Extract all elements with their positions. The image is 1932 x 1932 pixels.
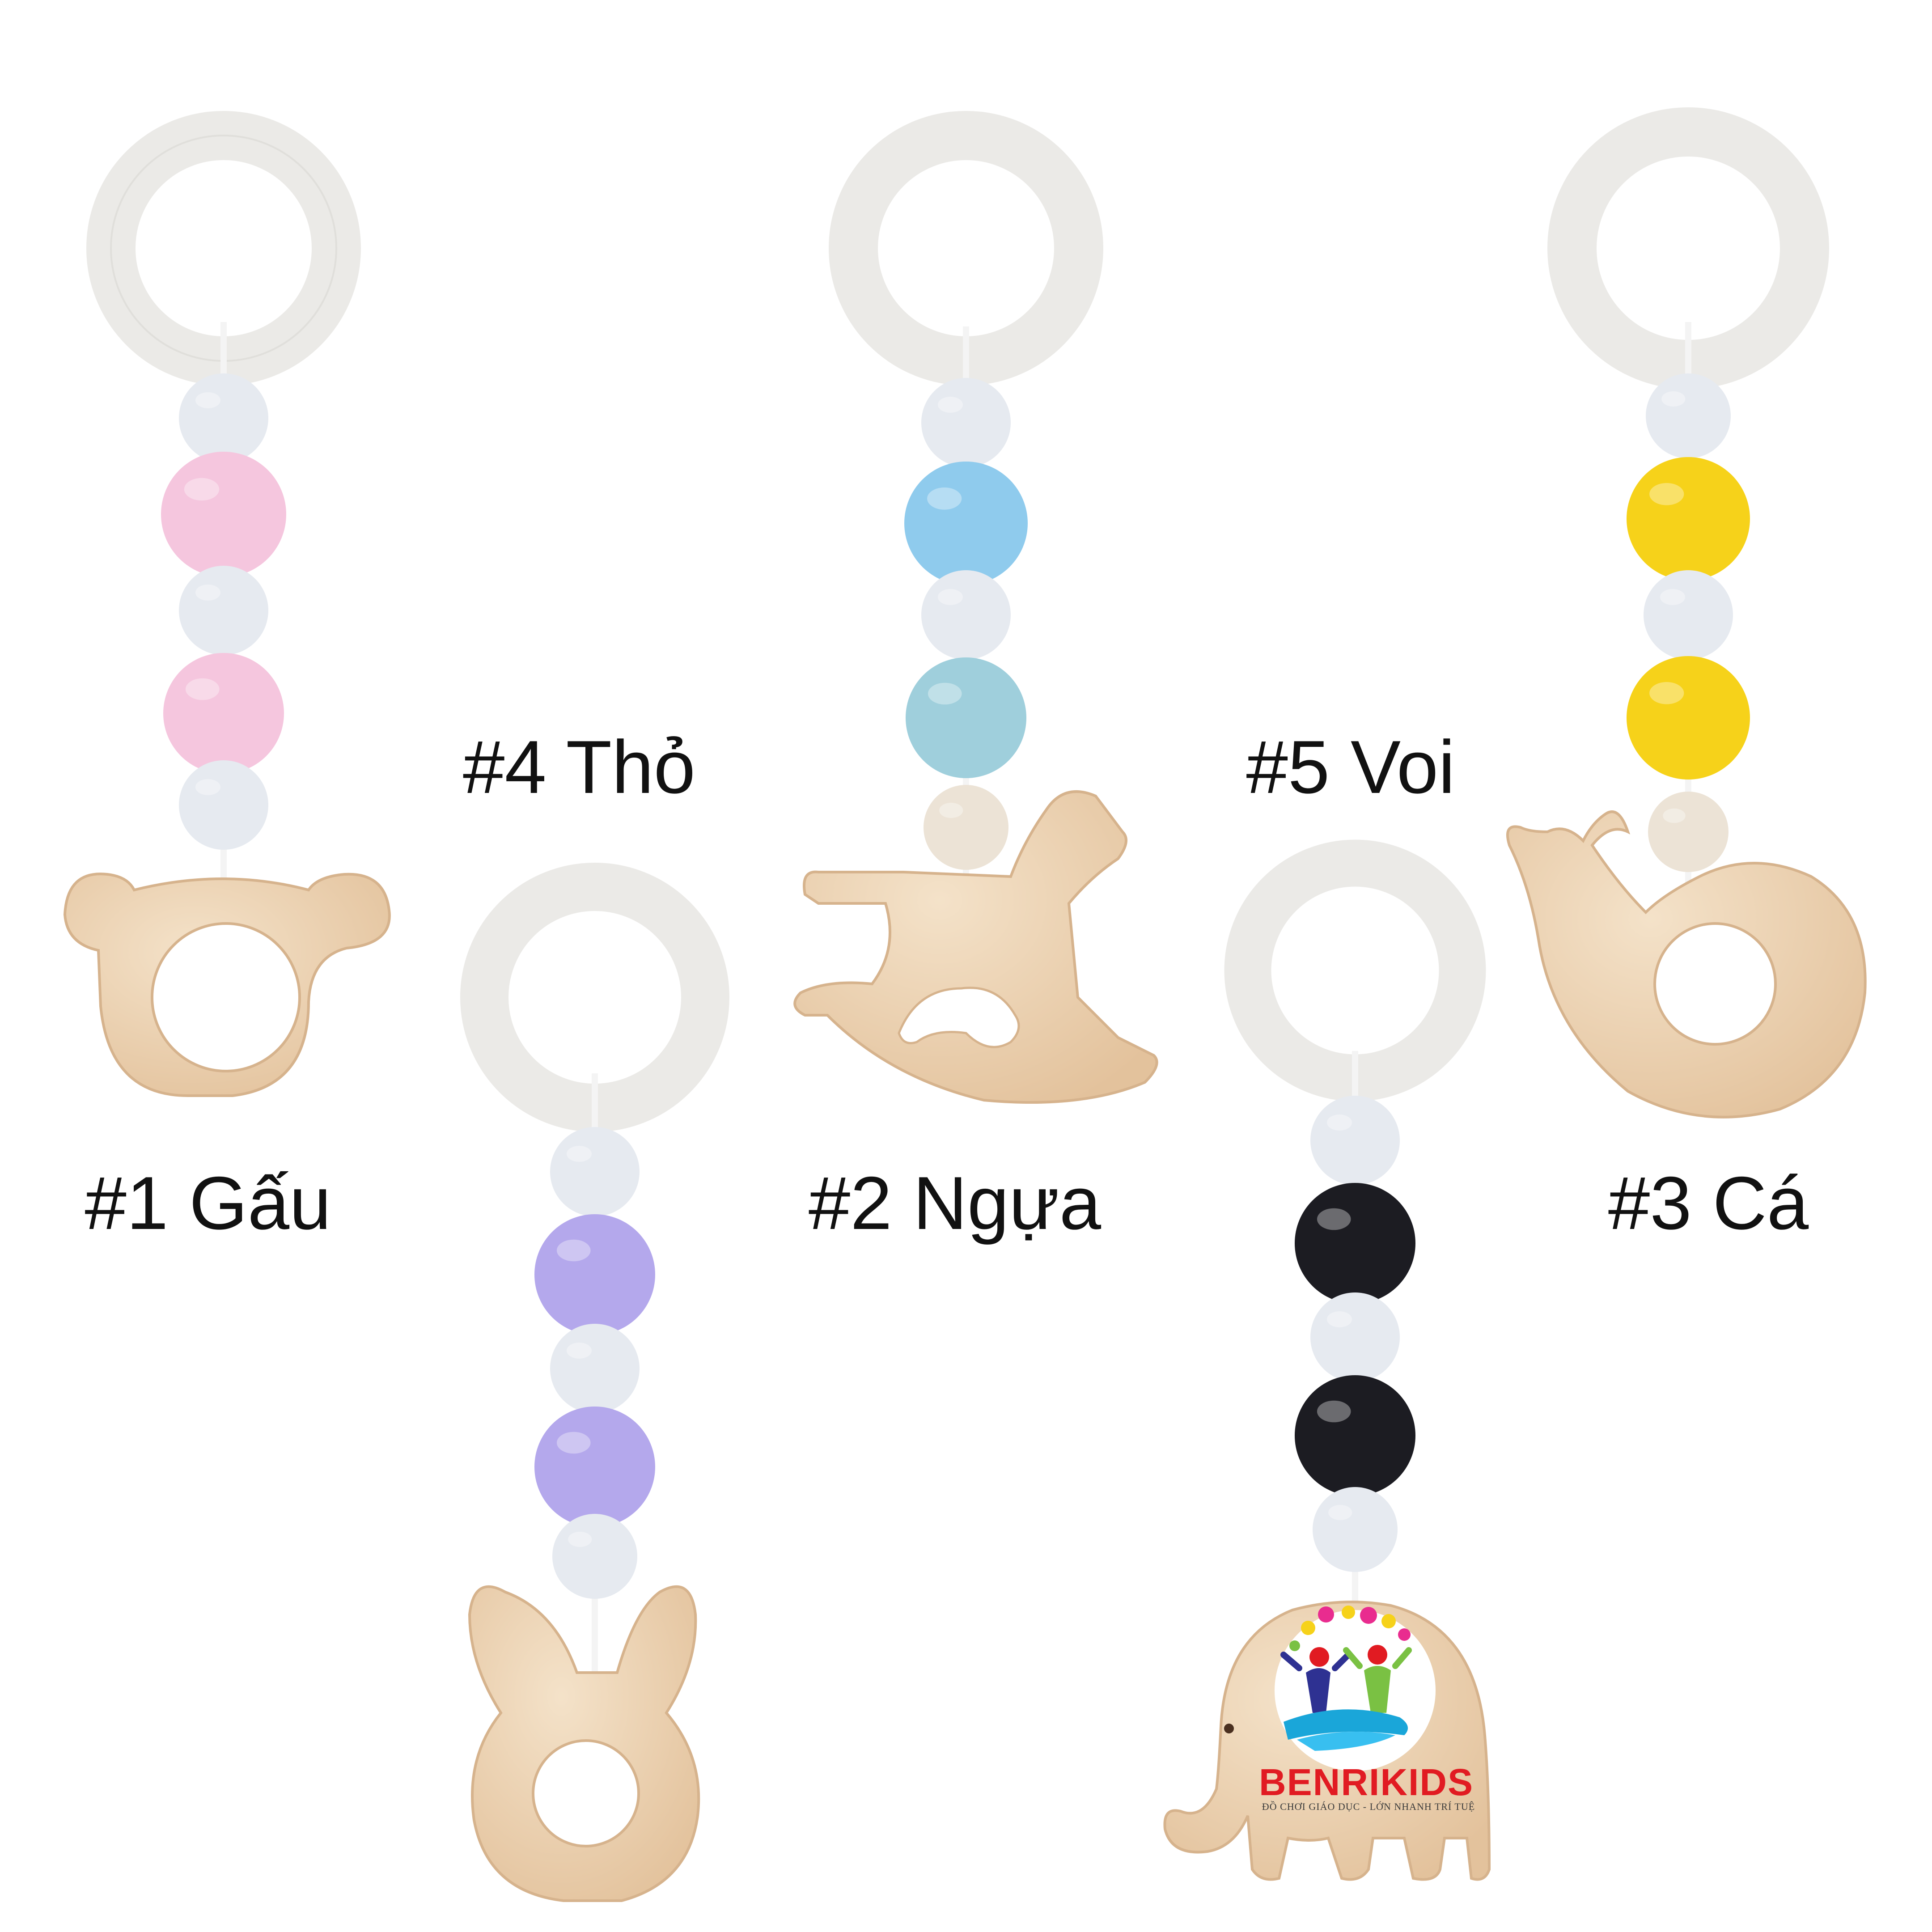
bead <box>1310 1096 1400 1185</box>
bear-toy <box>63 111 391 1097</box>
bead <box>161 452 286 577</box>
bead <box>550 1324 640 1413</box>
bead <box>904 462 1028 585</box>
bead <box>552 1514 637 1599</box>
elephant-toy <box>1163 839 1491 1881</box>
bead <box>163 653 284 774</box>
bead <box>179 566 268 655</box>
bead-highlight <box>195 779 220 795</box>
label-fish: #3 Cá <box>1608 1161 1809 1245</box>
bead-highlight <box>1327 1311 1352 1327</box>
bead-highlight <box>1660 589 1685 605</box>
rabbit-beads <box>534 1127 655 1599</box>
bead-highlight <box>938 589 963 605</box>
bead-highlight <box>928 682 962 705</box>
bead <box>906 657 1026 778</box>
bead-highlight <box>1327 1114 1352 1131</box>
fish-toy <box>1506 107 1867 1119</box>
label-horse: #2 Ngựa <box>808 1161 1102 1245</box>
bead <box>924 785 1008 870</box>
bead-highlight <box>1649 483 1684 505</box>
bead <box>1295 1375 1415 1496</box>
bead-highlight <box>1661 391 1686 407</box>
elephant-beads <box>1295 1096 1415 1572</box>
bead-highlight <box>938 397 963 413</box>
benrikids-tagline: ĐỒ CHƠI GIÁO DỤC - LỚN NHANH TRÍ TUỆ <box>1262 1801 1475 1812</box>
bead-highlight <box>1649 682 1684 704</box>
benrikids-logo-mark <box>1280 1606 1412 1751</box>
bear-beads <box>161 373 286 850</box>
bead <box>1627 656 1750 780</box>
bead <box>179 373 268 463</box>
bead <box>534 1407 655 1527</box>
horse-wooden-teether <box>793 790 1158 1104</box>
bead-highlight <box>568 1531 592 1547</box>
bead <box>1648 792 1729 872</box>
bead-highlight <box>1663 808 1686 823</box>
bead-highlight <box>185 678 220 700</box>
bead <box>921 570 1011 660</box>
bead-highlight <box>567 1343 592 1359</box>
elephant-top-ring <box>1224 839 1486 1102</box>
bead-highlight <box>1328 1504 1352 1521</box>
bead <box>550 1127 640 1216</box>
benrikids-brand-name: BENRIKIDS <box>1258 1761 1474 1803</box>
horse-toy <box>793 111 1158 1104</box>
horse-beads <box>904 378 1028 870</box>
bead-highlight <box>1317 1208 1351 1230</box>
bead-highlight <box>939 802 963 818</box>
label-rabbit: #4 Thỏ <box>463 725 695 809</box>
bead <box>921 378 1011 467</box>
label-elephant: #5 Voi <box>1246 725 1455 809</box>
bead-highlight <box>1317 1400 1351 1423</box>
bead-highlight <box>927 487 962 510</box>
bead-highlight <box>556 1239 591 1262</box>
bead-highlight <box>567 1146 592 1162</box>
rabbit-toy <box>460 863 729 1902</box>
bead <box>1295 1183 1415 1304</box>
bead-highlight <box>556 1432 591 1454</box>
fish-beads <box>1627 373 1750 872</box>
bead <box>534 1214 655 1335</box>
bead <box>1644 570 1733 660</box>
bead-highlight <box>195 392 220 408</box>
bead <box>1627 457 1750 580</box>
bead-highlight <box>184 478 220 501</box>
label-bear: #1 Gấu <box>85 1161 331 1245</box>
bead <box>179 760 268 850</box>
bead <box>1313 1487 1398 1572</box>
bead <box>1646 373 1731 458</box>
bead-highlight <box>195 585 220 601</box>
bead <box>1310 1292 1400 1382</box>
